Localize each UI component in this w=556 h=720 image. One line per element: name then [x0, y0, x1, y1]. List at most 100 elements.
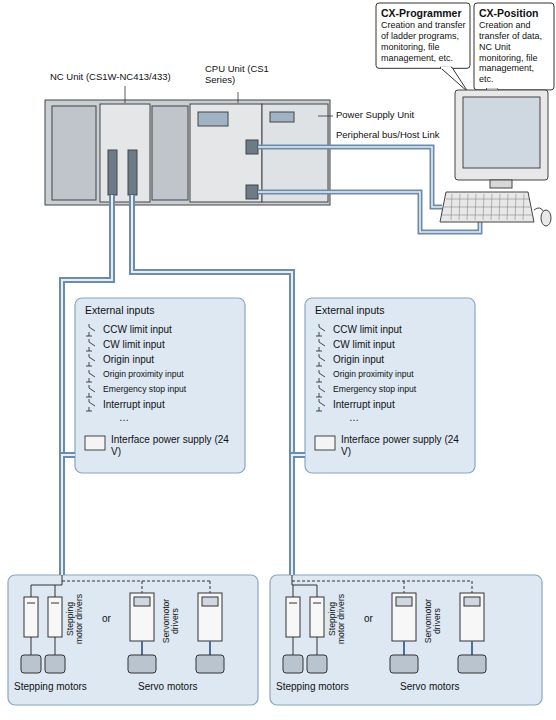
driver-display: [464, 597, 480, 606]
motor-wire: [317, 637, 318, 655]
input-name: Origin input: [333, 354, 384, 366]
motor-group-fill: [270, 575, 542, 705]
symbols: [21, 324, 486, 673]
switch-symbol: [316, 339, 325, 351]
callout-title: CX-Position: [479, 7, 550, 20]
input-name: Origin proximity input: [333, 370, 414, 380]
callout-bubble: CX-ProgrammerCreation and transfer of la…: [376, 3, 470, 68]
keyboard-key-column: [467, 194, 468, 220]
keyboard-key-column: [523, 194, 524, 220]
group-heading: External inputs: [85, 304, 154, 316]
leader-lines: [125, 86, 333, 116]
keyboard-key-column: [483, 194, 484, 220]
switch-symbol: [86, 370, 95, 382]
alternative-wire: [62, 581, 210, 593]
keyboard-key-column: [475, 194, 476, 220]
input-name: Interrupt input: [333, 399, 395, 411]
input-name: Origin input: [103, 354, 154, 366]
input-group-fill: [305, 298, 475, 473]
input-name: Interface power supply (24 V): [341, 434, 467, 457]
personal-computer: [440, 90, 551, 226]
device-label: Servo motors: [138, 681, 197, 693]
device-label: Servomotor drivers: [424, 593, 442, 649]
motor-wire: [209, 641, 211, 655]
device-label: Stepping motors: [14, 681, 87, 693]
keyboard-key-row: [446, 199, 529, 200]
callout-pointer: [440, 67, 468, 92]
switch-symbol: [86, 385, 95, 397]
motor-wire: [55, 637, 56, 655]
callout-bubble-outline: [474, 3, 554, 90]
switch-symbol: [316, 370, 325, 382]
plc-rack: [45, 100, 330, 205]
keyboard-key-column: [507, 194, 508, 220]
stepping-motor: [45, 655, 65, 673]
device-label: Stepping motor drivers: [66, 591, 84, 647]
callout-bubble-outline: [376, 3, 470, 68]
stepping-motor-driver: [48, 597, 62, 637]
cable-inner: [62, 455, 75, 575]
keyboard-key-column: [451, 194, 452, 220]
part-label: Peripheral bus/Host Link: [336, 130, 440, 141]
input-group-box: External inputsCCW limit inputCW limit i…: [75, 298, 245, 473]
cable-inner: [292, 455, 305, 575]
callout-bubble: CX-PositionCreation and transfer of data…: [474, 3, 554, 90]
device-label: Stepping motor drivers: [328, 591, 346, 647]
keyboard-key-column: [491, 194, 492, 220]
input-group-fill: [75, 298, 245, 473]
device-label: Servomotor drivers: [162, 593, 180, 649]
input-name: Emergency stop input: [103, 385, 186, 395]
motor-wire: [293, 637, 294, 655]
switch-symbol: [316, 399, 325, 411]
device-label: Stepping motors: [276, 681, 349, 693]
servomotor-driver: [198, 593, 222, 641]
driver-detail: [51, 603, 59, 604]
input-name: …: [349, 412, 359, 424]
part-label: CPU Unit (CS1 Series): [205, 64, 277, 86]
keyboard-key-row: [444, 207, 531, 208]
servomotor-driver: [460, 593, 484, 641]
motor-group-fill: [8, 575, 258, 705]
motor-group-box: Stepping motor drivers or Servomotor drive…: [270, 575, 542, 705]
stepping-motor-driver: [310, 597, 324, 637]
motor-group-box: Stepping motor drivers or Servomotor drive…: [8, 575, 258, 705]
keyboard-key-column: [459, 194, 460, 220]
keyboard-key-column: [515, 194, 516, 220]
input-name: Interrupt input: [103, 399, 165, 411]
stepping-motor: [307, 655, 327, 673]
stepping-motor: [283, 655, 303, 673]
driver-detail: [27, 603, 35, 604]
input-name: Interface power supply (24 V): [111, 434, 237, 457]
box-fills: [8, 3, 554, 705]
motor-wire: [471, 641, 473, 655]
motor-group-drawing: [283, 575, 486, 673]
input-name: CCW limit input: [333, 324, 402, 336]
cable-connector: [292, 455, 305, 575]
callout-body: Creation and transfer of ladder programs…: [381, 20, 466, 63]
driver-wire: [292, 575, 317, 597]
cable-outer: [62, 455, 75, 575]
motor-wire: [403, 641, 405, 655]
cable-outer: [292, 455, 305, 575]
servo-motor: [196, 655, 224, 673]
switch-symbol: [316, 324, 325, 336]
part-label: NC Unit (CS1W-NC413/433): [50, 72, 171, 83]
switch-symbol: [86, 399, 95, 411]
motor-wire: [31, 637, 32, 655]
keyboard-key-row: [442, 215, 533, 216]
alternative-wire: [292, 581, 472, 593]
stepping-motor-driver: [24, 597, 38, 637]
device-label: or: [364, 613, 373, 625]
input-group-box: External inputsCCW limit inputCW limit i…: [305, 298, 475, 473]
callout-body: Creation and transfer of data, NC Unit m…: [479, 20, 550, 85]
cable-connector: [62, 455, 75, 575]
servomotor-driver: [130, 593, 154, 641]
device-label: or: [102, 613, 111, 625]
driver-display: [134, 597, 150, 606]
device-label: Servo motors: [400, 681, 459, 693]
servo-motor: [458, 655, 486, 673]
servomotor-driver: [392, 593, 416, 641]
driver-detail: [313, 603, 321, 604]
driver-detail: [289, 603, 297, 604]
input-name: CW limit input: [103, 339, 165, 351]
